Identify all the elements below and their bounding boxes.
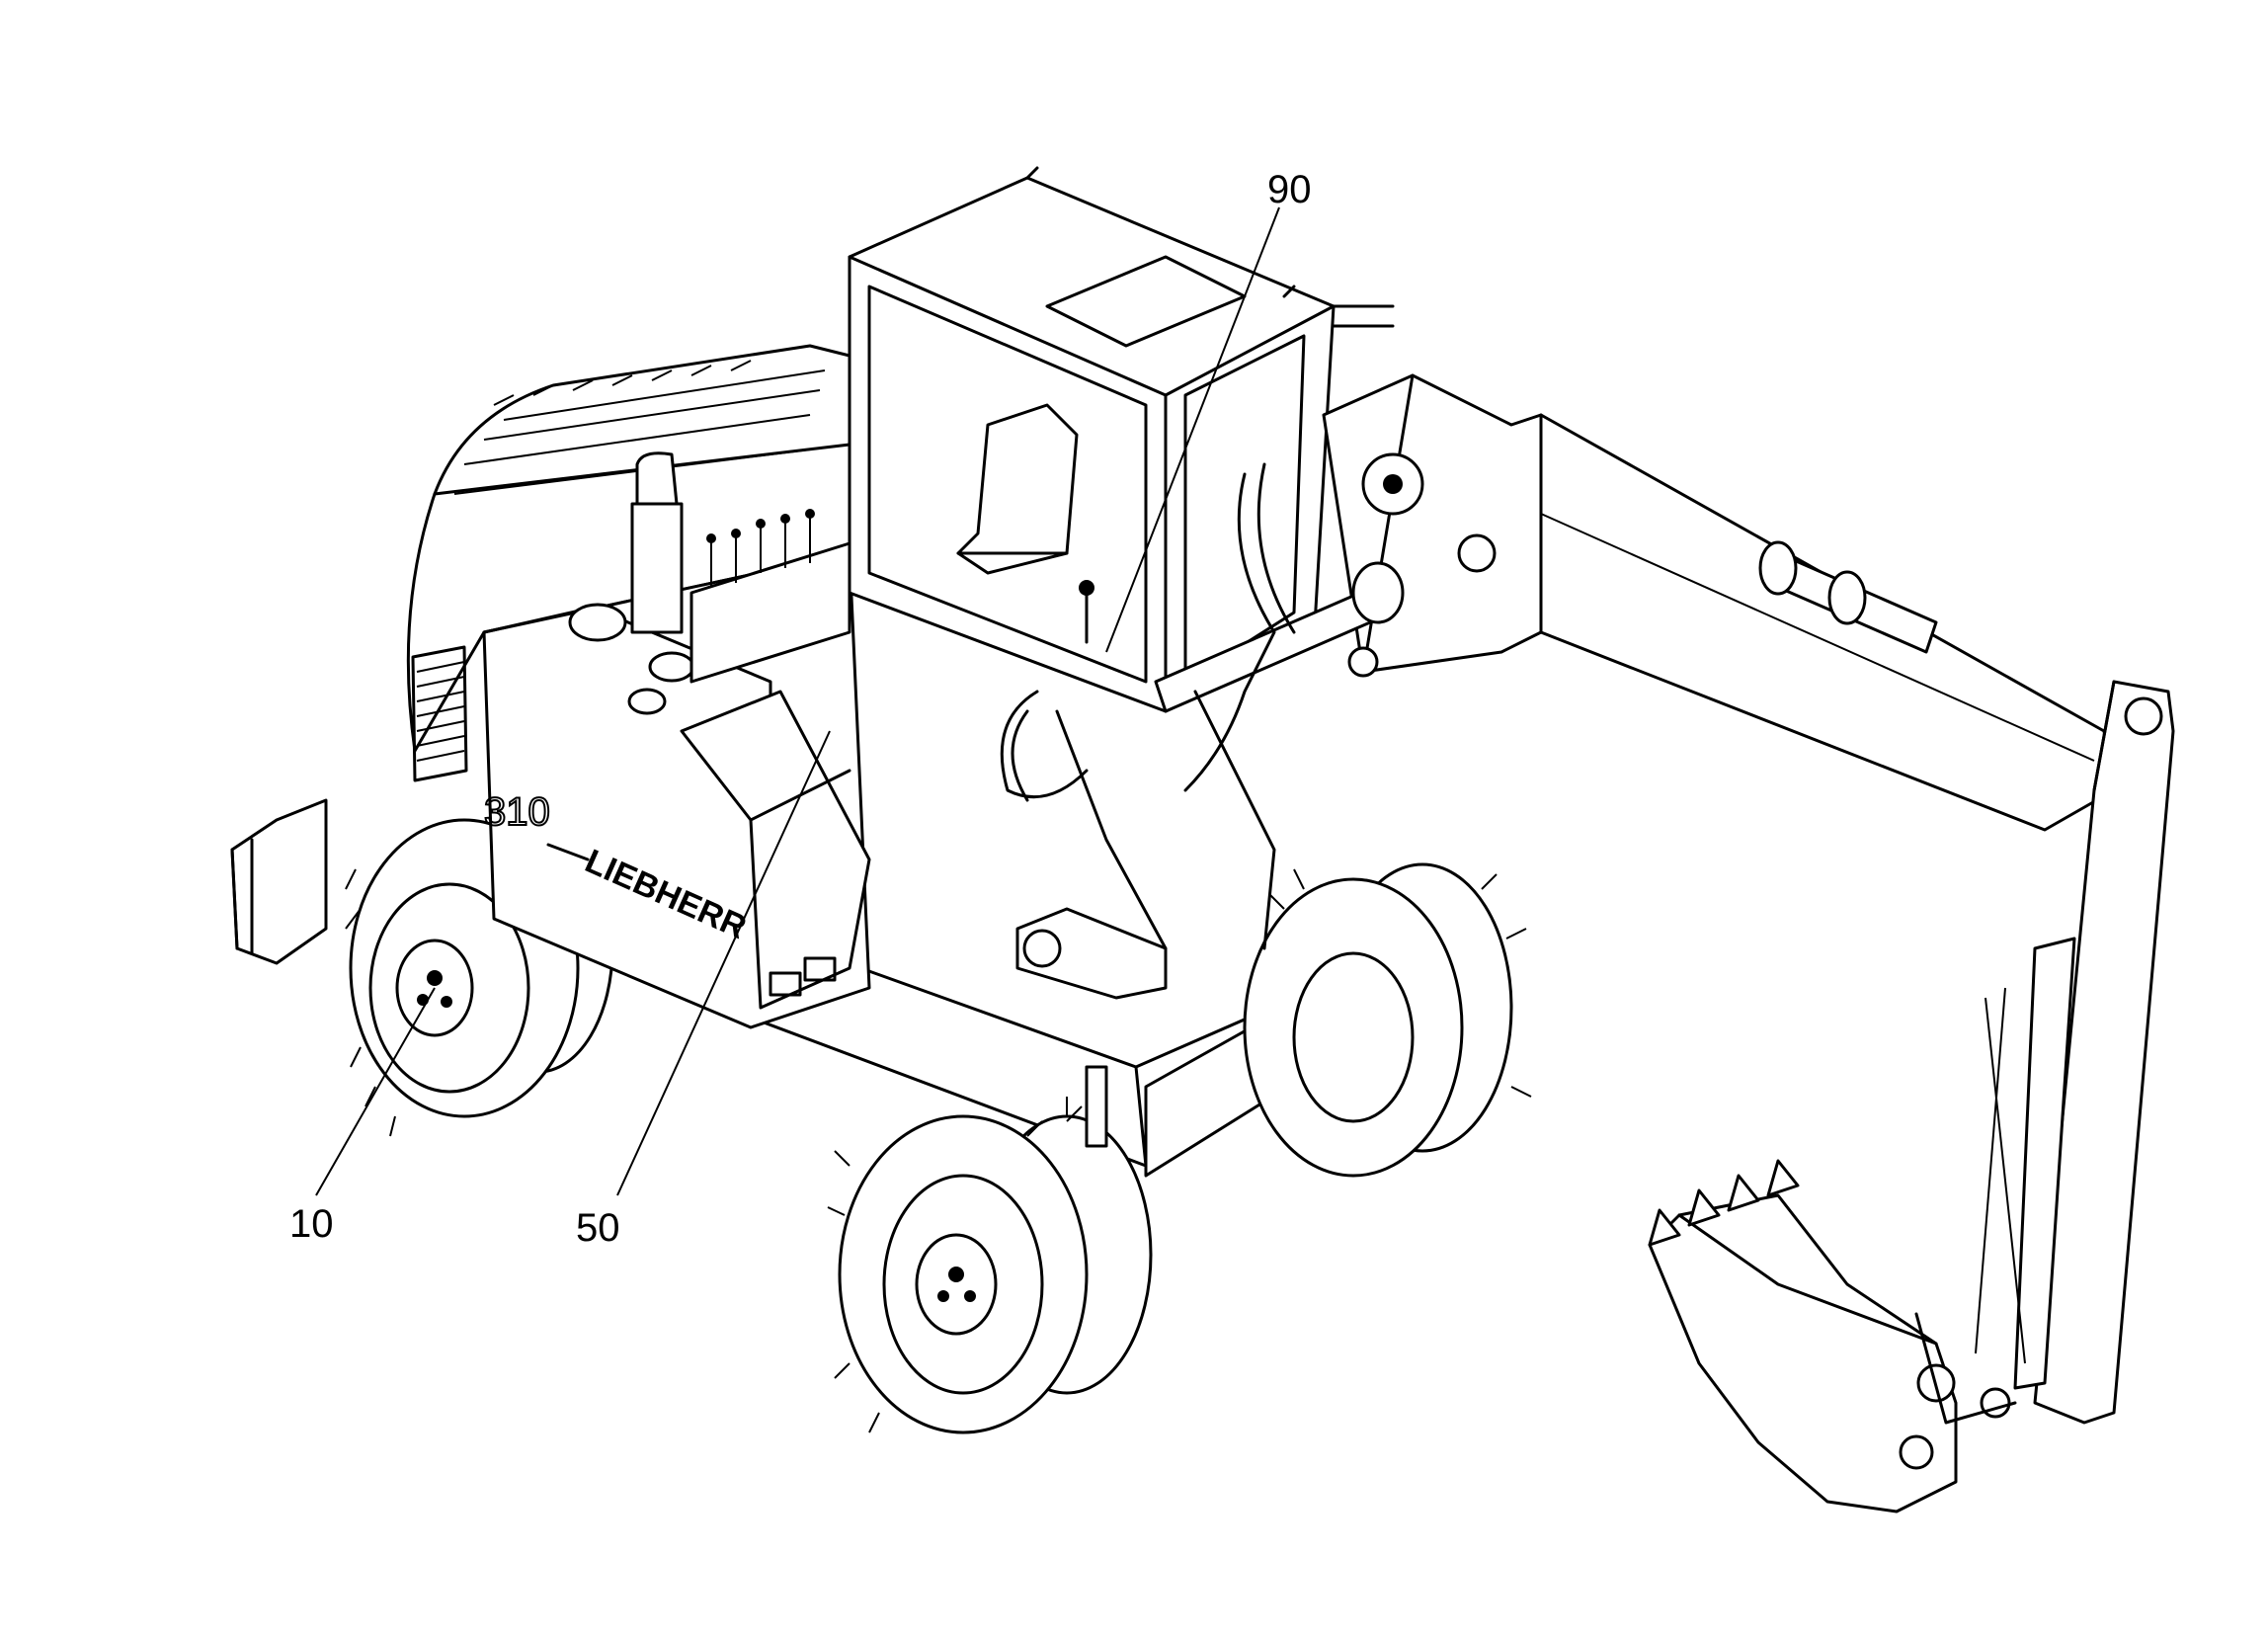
stick-arm: [1975, 680, 2175, 1425]
callout-50: 50: [576, 1206, 620, 1250]
callout-10: 10: [289, 1202, 334, 1246]
leader-line-10: [315, 987, 436, 1196]
callout-90: 90: [1267, 168, 1312, 211]
leader-line-50: [616, 730, 831, 1196]
exhaust-stack: [630, 451, 684, 634]
front-right-wheels: [1243, 862, 1532, 1178]
leader-lines: [315, 206, 1280, 1196]
slewing-ring-lubrication: [1022, 929, 1062, 968]
slewing-frame: [1015, 690, 1276, 1148]
engine-hood: [406, 344, 851, 782]
front-left-wheels: [827, 1105, 1153, 1434]
control-valve-block: [689, 509, 851, 684]
upper-body: 310 LIEBHERR: [482, 551, 871, 1029]
bucket: [1648, 1159, 2017, 1513]
boom: [1000, 373, 2116, 832]
rear-blade: [230, 798, 328, 965]
operator-cab: [848, 166, 1395, 713]
leader-line-90: [1105, 206, 1280, 653]
model-number-lettering: 310: [484, 790, 550, 834]
